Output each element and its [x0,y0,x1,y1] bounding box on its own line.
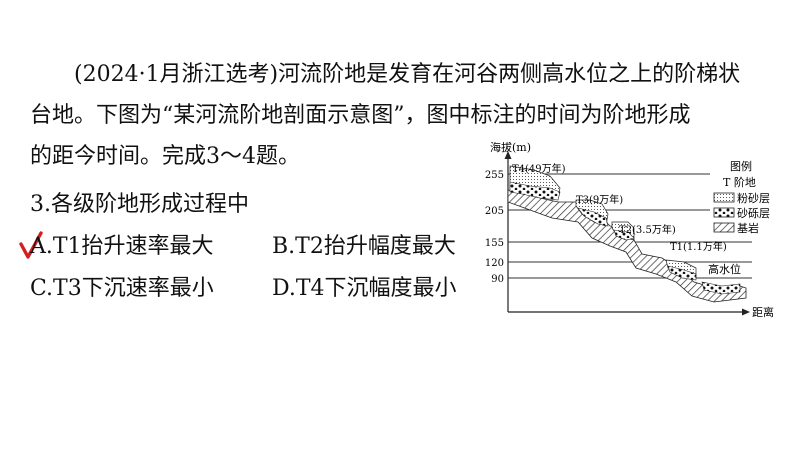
passage: (2024·1月浙江选考)河流阶地是发育在河谷两侧高水位之上的阶梯状 台地。下图… [30,54,780,177]
option-a[interactable]: A.T1抬升速率最大 [30,234,214,259]
terrace-t1-label: T1(1.1万年) [670,240,727,253]
y-axis-arrow-icon [504,151,512,159]
legend-silt-swatch [713,192,735,203]
river-terrace-diagram: 海拔(m) 距离 255 205 155 120 90 T4(49万年) T3(… [485,142,774,318]
legend: 图例 T 阶地 粉砂层 砂砾层 基岩 [713,159,770,235]
terrace-t2-label: T2(3.5万年) [619,223,676,236]
y-tick-205: 205 [485,206,504,217]
y-axis-label: 海拔(m) [490,142,531,154]
legend-gravel: 砂砾层 [737,207,770,220]
high-water-label: 高水位 [708,262,741,276]
terrace-t3-label: T3(9万年) [576,193,623,206]
check-mark-icon [19,231,43,259]
legend-bedrock-swatch [713,222,735,233]
option-d[interactable]: D.T4下沉幅度最小 [272,276,457,301]
option-c[interactable]: C.T3下沉速率最小 [30,276,214,301]
passage-line-3: 的距今时间。完成3～4题。 [30,144,300,169]
terrace-t3-gravel [577,207,609,227]
y-tick-90: 90 [491,274,504,285]
question-title: 3.各级阶地形成过程中 [30,192,249,217]
legend-gravel-swatch [713,207,735,218]
riverbed-gravel [701,281,741,295]
option-b[interactable]: B.T2抬升幅度最大 [272,234,456,259]
passage-line-1: (2024·1月浙江选考)河流阶地是发育在河谷两侧高水位之上的阶梯状 [74,62,741,87]
terrace-t4-gravel [509,181,561,201]
x-axis-arrow-icon [742,308,750,316]
legend-bedrock: 基岩 [737,221,759,235]
y-tick-120: 120 [485,258,504,269]
y-tick-255: 255 [485,170,504,181]
terrace-t4-label: T4(49万年) [512,162,566,175]
y-tick-155: 155 [485,238,504,249]
terrace-t1-gravel [667,265,697,281]
legend-title: 图例 [730,159,752,173]
legend-terrace: T 阶地 [723,175,756,189]
x-axis-label: 距离 [752,305,774,318]
passage-line-2: 台地。下图为“某河流阶地剖面示意图”，图中标注的时间为阶地形成 [30,103,691,128]
legend-silt: 粉砂层 [737,192,770,205]
terrace-t2-gravel [613,229,635,241]
